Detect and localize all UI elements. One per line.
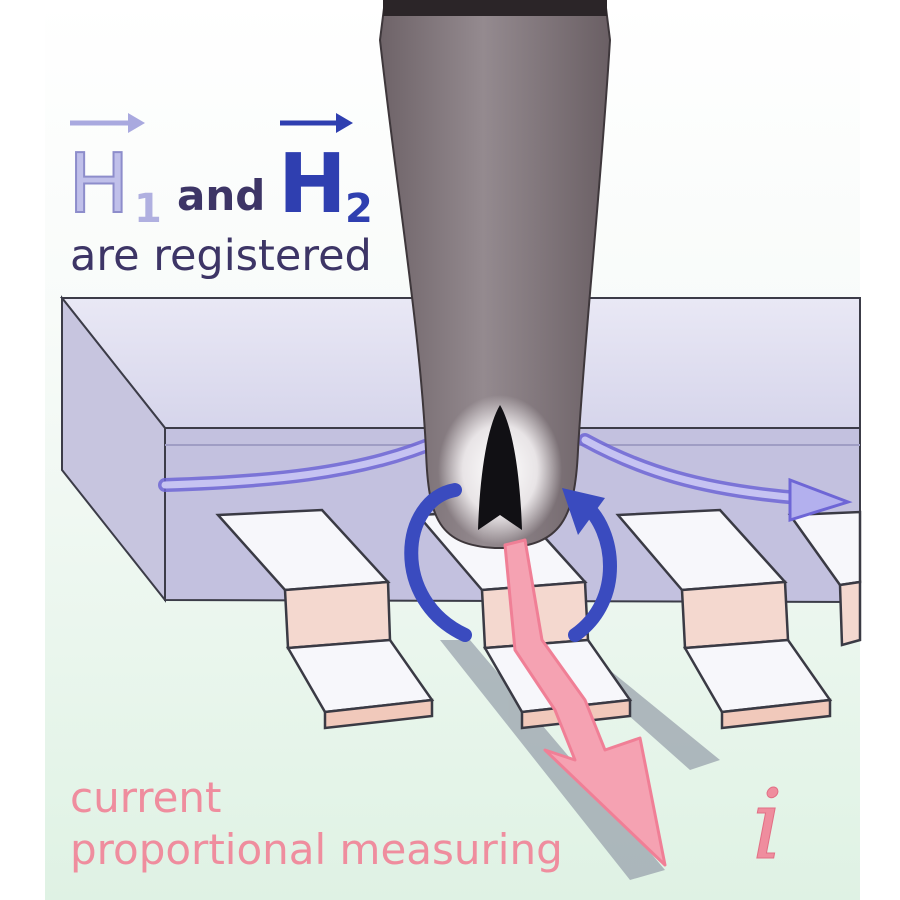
h2-subscript: 2 (345, 186, 373, 232)
probe (378, 0, 612, 549)
h2-vector-arrowhead-icon (336, 113, 353, 133)
chip-pin (615, 508, 833, 730)
and-word: and (177, 171, 265, 220)
chip-pin (215, 508, 435, 730)
h2-letter: H (278, 137, 347, 232)
h1-letter: H (68, 137, 130, 232)
h1-vector-arrowhead-icon (128, 113, 145, 133)
field-flow-h2 (578, 433, 853, 523)
h2-label: H 2 (278, 113, 373, 232)
h1-label: H 1 (67, 113, 162, 233)
current-symbol: i (752, 769, 783, 881)
circulating-field-left-arrow (404, 483, 472, 642)
h1-subscript: 1 (134, 186, 162, 232)
current-arrow (503, 538, 667, 867)
registered-caption: are registered (70, 231, 372, 281)
measuring-caption: proportional measuring (70, 825, 563, 874)
field-flow-h1 (158, 433, 447, 492)
current-caption: current (70, 773, 222, 822)
chip-pin (787, 510, 862, 647)
circulating-field-right-arrow (562, 488, 617, 642)
